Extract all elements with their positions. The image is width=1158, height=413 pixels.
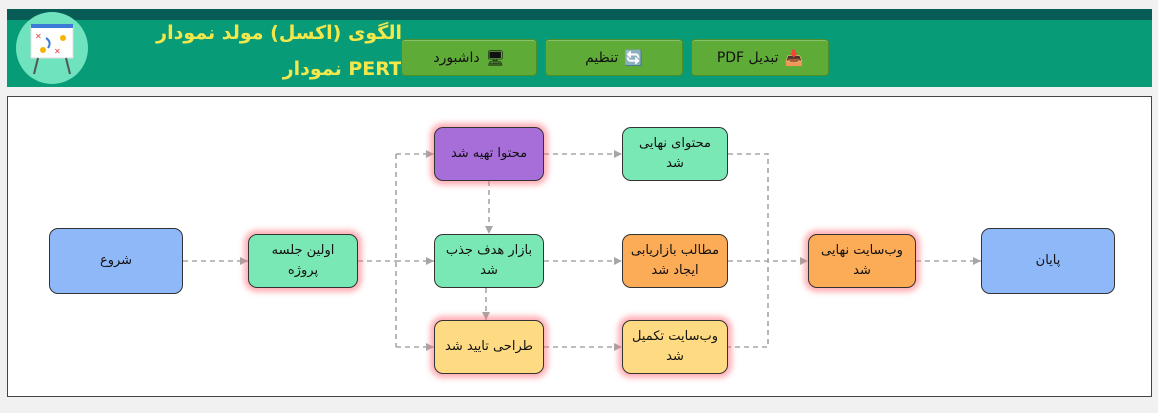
export-tray-icon: 📥 (784, 48, 804, 67)
settings-label: تنظیم (585, 49, 619, 66)
convert-pdf-label: تبدیل PDF (716, 49, 779, 66)
header-top-band (7, 9, 1152, 20)
app-header: ✕ ✕ الگوی (اکسل) مولد نمودار PERT نمودار… (7, 9, 1152, 87)
monitor-icon: 🖥 (485, 48, 505, 67)
node-content-prepared[interactable]: محتوا تهیه شد (434, 127, 544, 181)
page-title: الگوی (اکسل) مولد نمودار PERT نمودار (156, 22, 402, 80)
node-design-approved[interactable]: طراحی تایید شد (434, 320, 544, 374)
node-website-complete[interactable]: وب‌سایت تکمیل شد (622, 320, 728, 374)
settings-button[interactable]: 🔄 تنظیم (545, 39, 683, 76)
refresh-icon: 🔄 (624, 48, 643, 67)
pert-diagram-canvas: شروع اولین جلسه پروژه محتوا تهیه شد محتو… (7, 96, 1152, 397)
dashboard-label: داشبورد (433, 49, 480, 66)
pert-logo-icon: ✕ ✕ (16, 12, 88, 84)
dashboard-button[interactable]: 🖥 داشبورد (401, 39, 537, 76)
svg-text:✕: ✕ (54, 47, 61, 56)
node-kickoff[interactable]: اولین جلسه پروژه (248, 234, 358, 288)
node-website-final[interactable]: وب‌سایت نهایی شد (808, 234, 916, 288)
diagram-connectors (183, 150, 981, 351)
node-content-final[interactable]: محتوای نهایی شد (622, 127, 728, 181)
node-target-market[interactable]: بازار هدف جذب شد (434, 234, 544, 288)
convert-pdf-button[interactable]: 📥 تبدیل PDF (691, 39, 829, 76)
svg-text:✕: ✕ (35, 32, 42, 41)
node-end[interactable]: پایان (981, 228, 1115, 294)
node-start[interactable]: شروع (49, 228, 183, 294)
node-marketing-content[interactable]: مطالب بازاریابی ایجاد شد (622, 234, 728, 288)
